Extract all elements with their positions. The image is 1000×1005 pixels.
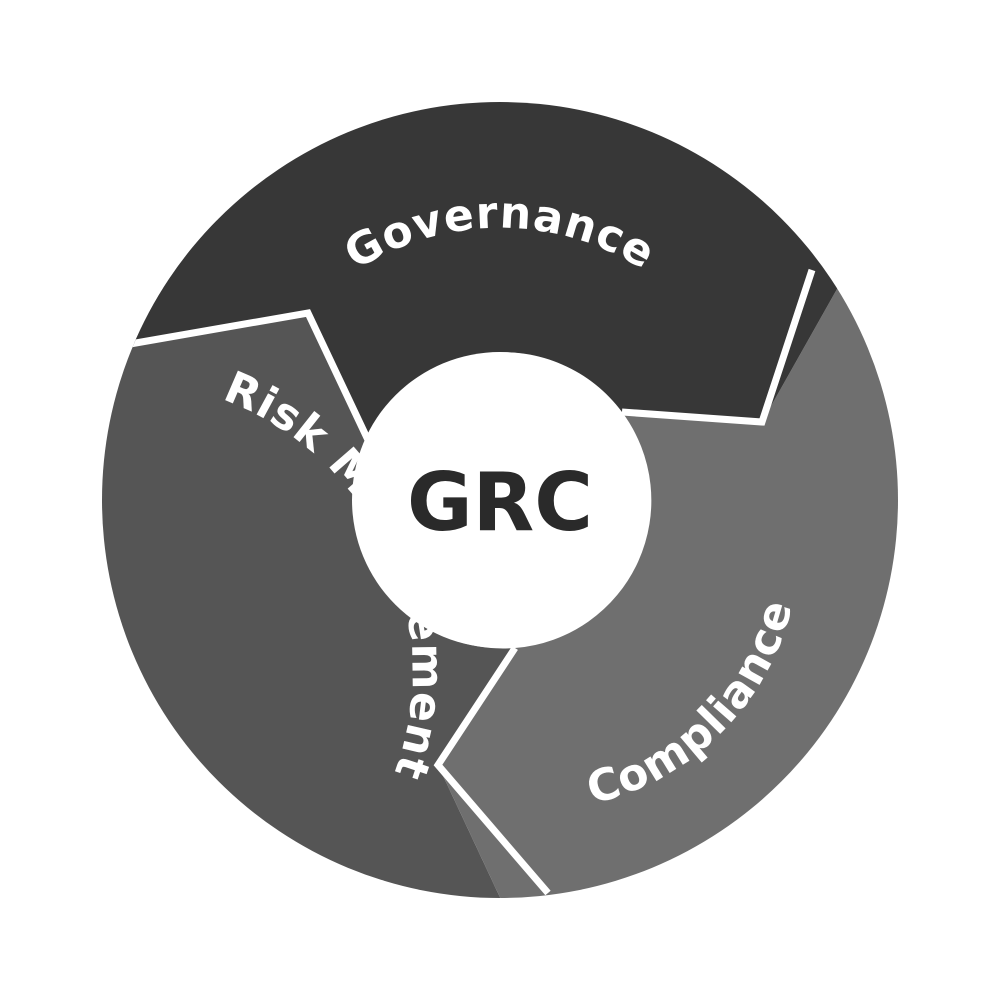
center-hub	[352, 352, 648, 648]
divider-risk-compliance	[433, 646, 551, 896]
divider-governance-compliance	[621, 268, 816, 426]
center-label: GRC	[407, 456, 593, 549]
divider-governance-risk	[129, 309, 372, 442]
segment-dividers	[129, 268, 816, 896]
